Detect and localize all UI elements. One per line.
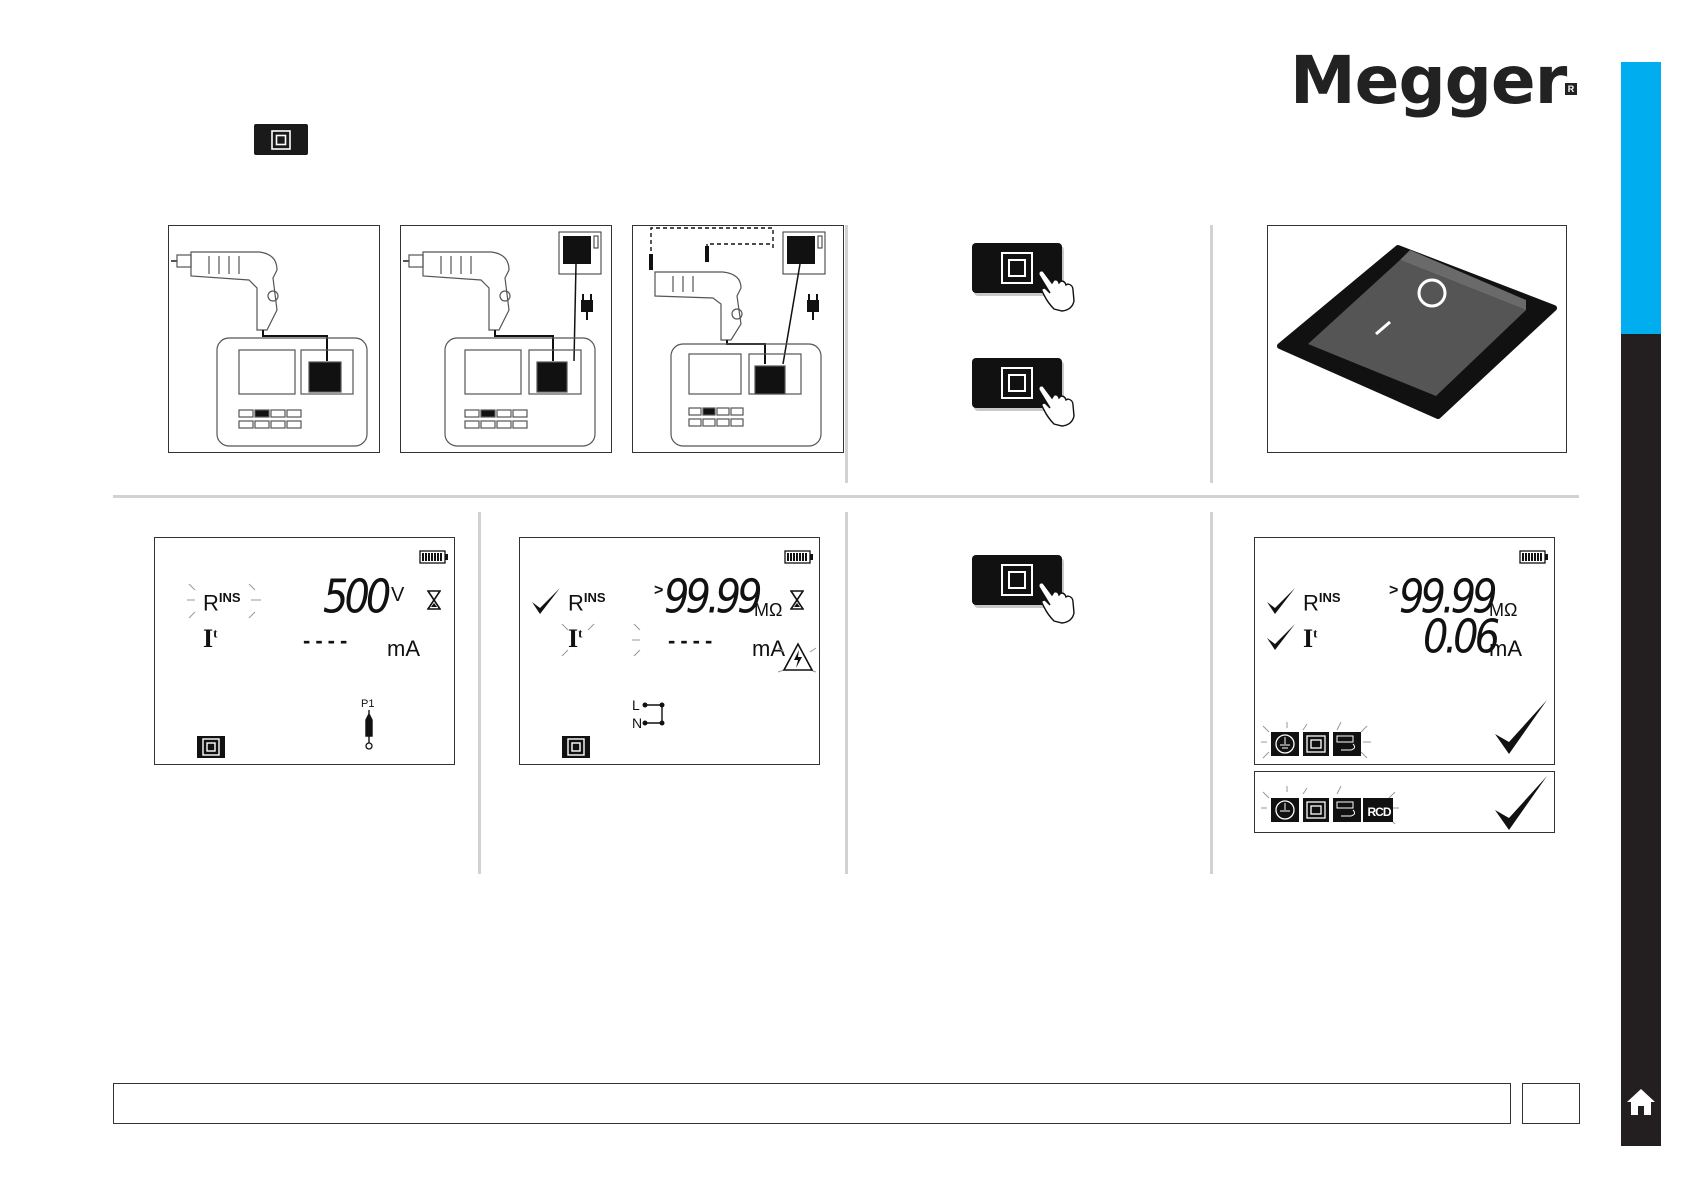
class-ii-icon xyxy=(999,367,1035,399)
test-sequence-icons xyxy=(1259,778,1409,830)
tester-icon xyxy=(445,338,595,446)
lcd-display-initial: RINS It 500 V ---- mA P1 xyxy=(154,537,455,765)
pointing-hand-icon xyxy=(1036,382,1082,428)
current-unit: mA xyxy=(1489,636,1522,662)
class-ii-header-icon xyxy=(254,124,308,155)
drill-icon xyxy=(655,272,742,340)
mains-socket-icon xyxy=(563,236,591,264)
tester-icon xyxy=(671,344,821,446)
rins-label: RINS xyxy=(203,590,241,616)
it-label: It xyxy=(568,624,582,654)
plug-icon xyxy=(581,294,593,320)
current-value: ---- xyxy=(303,628,352,654)
rins-label: RINS xyxy=(1303,590,1341,616)
column-divider xyxy=(1210,225,1213,483)
class-ii-press-button-1[interactable] xyxy=(972,243,1082,313)
tester-icon xyxy=(217,338,367,446)
check-icon xyxy=(1265,622,1297,652)
current-value: 0.06 xyxy=(1423,611,1496,664)
hourglass-icon xyxy=(427,590,441,610)
resistance-value: 99.99 xyxy=(664,571,759,624)
battery-icon xyxy=(1519,550,1549,564)
check-icon xyxy=(530,586,562,616)
connection-diagram-3 xyxy=(632,225,844,453)
ln-link-icon xyxy=(642,702,666,728)
resistance-prefix: > xyxy=(1389,582,1398,600)
class-ii-press-button-2[interactable] xyxy=(972,358,1082,428)
row-divider xyxy=(113,495,1579,498)
class-ii-icon xyxy=(999,252,1035,284)
drill-icon xyxy=(171,252,278,330)
current-unit: mA xyxy=(387,636,420,662)
class-ii-icon xyxy=(270,130,292,150)
plug-icon xyxy=(807,294,819,320)
check-icon xyxy=(1265,586,1297,616)
column-divider xyxy=(478,512,481,874)
probe-icon xyxy=(363,710,375,750)
home-icon xyxy=(1625,1087,1657,1117)
connection-diagram-2 xyxy=(400,225,612,453)
pass-check-icon xyxy=(1493,698,1549,756)
class-ii-mode-icon xyxy=(562,736,590,758)
power-switch-diagram xyxy=(1267,225,1567,453)
lcd-display-sequence: RCD xyxy=(1254,771,1555,833)
battery-icon xyxy=(784,550,814,564)
resistance-unit: MΩ xyxy=(754,600,782,621)
pass-check-icon xyxy=(1493,774,1549,832)
rcd-label: RCD xyxy=(1365,805,1393,819)
pointing-hand-icon xyxy=(1036,579,1082,625)
pointing-hand-icon xyxy=(1036,267,1082,313)
class-ii-press-button-3[interactable] xyxy=(972,555,1082,625)
rocker-switch-icon xyxy=(1268,226,1566,452)
class-ii-icon xyxy=(999,564,1035,596)
test-sequence-icons xyxy=(1259,718,1379,762)
probe-label: P1 xyxy=(361,698,374,710)
megger-logo: Megger xyxy=(1290,42,1566,119)
resistance-prefix: > xyxy=(654,582,663,600)
column-divider xyxy=(1210,512,1213,874)
lcd-display-result: RINS It > 99.99 MΩ 0.06 mA xyxy=(1254,537,1555,765)
class-ii-mode-icon xyxy=(197,736,225,758)
drill-icon xyxy=(403,252,510,330)
home-button[interactable] xyxy=(1623,1084,1659,1120)
battery-icon xyxy=(419,550,449,564)
voltage-value: 500 xyxy=(323,571,387,624)
registered-mark: R xyxy=(1565,83,1577,95)
current-value: ---- xyxy=(668,628,717,654)
it-label: It xyxy=(203,624,217,654)
flash-rays xyxy=(630,620,648,660)
column-divider xyxy=(845,225,848,483)
mains-socket-icon xyxy=(787,236,815,264)
connection-diagram-1 xyxy=(168,225,380,453)
rins-label: RINS xyxy=(568,590,606,616)
page-number-box xyxy=(1522,1083,1580,1124)
it-label: It xyxy=(1303,624,1317,654)
hourglass-icon xyxy=(790,590,804,610)
voltage-unit: V xyxy=(391,584,404,607)
footer-text-box xyxy=(113,1083,1511,1124)
column-divider xyxy=(845,512,848,874)
high-voltage-warning-icon xyxy=(776,638,820,678)
side-tab-accent xyxy=(1621,62,1661,334)
